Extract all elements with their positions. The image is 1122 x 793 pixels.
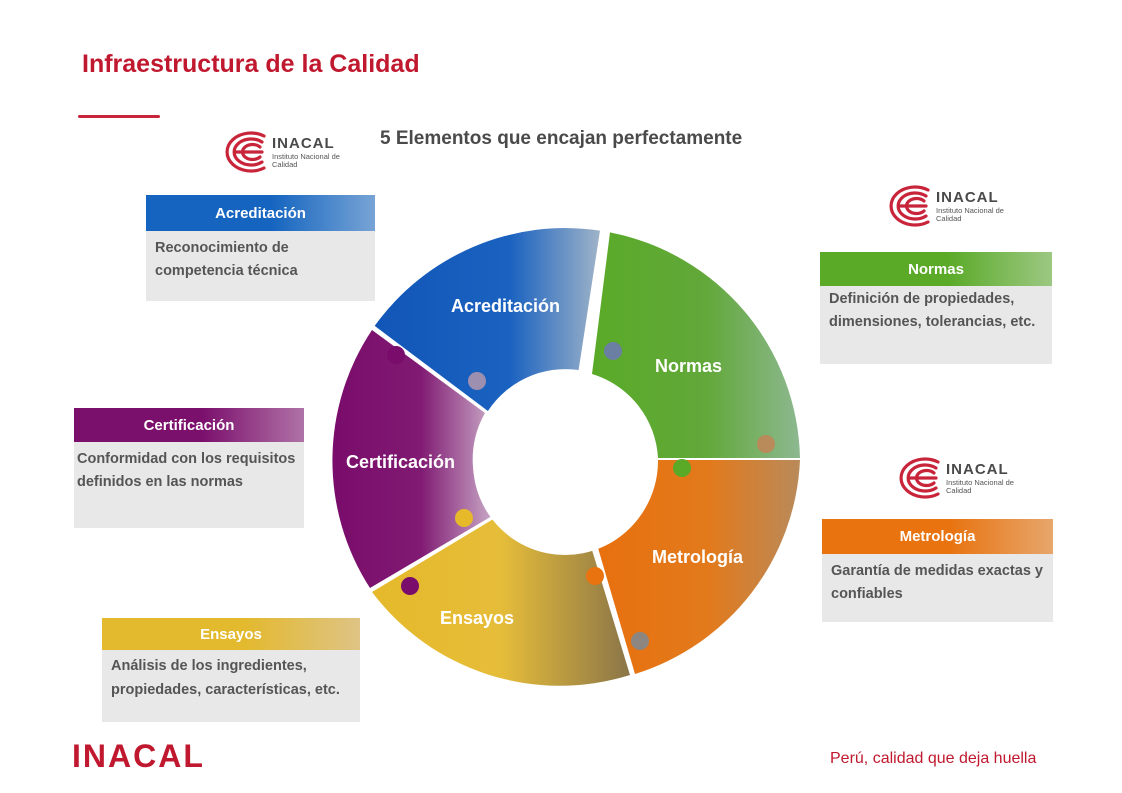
wheel-label-acreditacion: Acreditación xyxy=(451,296,560,316)
card-acreditacion-header: Acreditación xyxy=(146,195,375,231)
card-acreditacion: Acreditación Reconocimiento de competenc… xyxy=(146,195,375,301)
wheel-label-metrologia: Metrología xyxy=(652,547,744,567)
card-normas-header: Normas xyxy=(820,252,1052,286)
inacal-swirl-icon xyxy=(225,131,266,173)
inacal-swirl-icon xyxy=(889,185,930,227)
puzzle-wheel: Acreditación Normas Certificación Metrol… xyxy=(332,228,800,686)
puzzle-knob xyxy=(673,459,691,477)
card-ensayos-header: Ensayos xyxy=(102,618,360,650)
card-acreditacion-text: Reconocimiento de competencia técnica xyxy=(155,240,298,279)
puzzle-knob xyxy=(387,346,405,364)
page-title: Infraestructura de la Calidad xyxy=(82,50,420,78)
page-subtitle: 5 Elementos que encajan perfectamente xyxy=(380,128,743,149)
puzzle-knob xyxy=(757,435,775,453)
puzzle-knob xyxy=(604,342,622,360)
wheel-segment-acreditacion xyxy=(374,228,600,411)
wheel-segment-metrologia xyxy=(598,460,800,674)
wheel-segment-normas xyxy=(592,232,800,458)
puzzle-knob xyxy=(586,567,604,585)
wheel-label-certificacion: Certificación xyxy=(346,452,455,472)
puzzle-knob xyxy=(631,632,649,650)
wheel-segment-certificacion xyxy=(332,330,492,588)
card-certificacion-text: Conformidad con los requisitos definidos… xyxy=(77,451,296,490)
card-ensayos: Ensayos Análisis de los ingredientes, pr… xyxy=(102,618,360,722)
card-normas: Normas Definición de propiedades, dimens… xyxy=(820,252,1052,364)
wheel-label-ensayos: Ensayos xyxy=(440,608,514,628)
title-underline xyxy=(78,115,160,118)
card-metrologia-text: Garantía de medidas exactas y confiables xyxy=(831,563,1043,602)
card-metrologia-header: Metrología xyxy=(822,519,1053,554)
puzzle-knob xyxy=(468,372,486,390)
puzzle-knob xyxy=(455,509,473,527)
card-certificacion-header: Certificación xyxy=(74,408,304,442)
footer-slogan: Perú, calidad que deja huella xyxy=(830,750,1037,767)
puzzle-knob xyxy=(401,577,419,595)
card-normas-text: Definición de propiedades, dimensiones, … xyxy=(829,291,1036,330)
inacal-swirl-icon xyxy=(899,457,940,499)
card-metrologia: Metrología Garantía de medidas exactas y… xyxy=(822,519,1053,622)
card-ensayos-text: Análisis de los ingredientes, propiedade… xyxy=(111,658,340,698)
card-certificacion: Certificación Conformidad con los requis… xyxy=(74,408,304,528)
wheel-segment-ensayos xyxy=(372,518,630,686)
wheel-label-normas: Normas xyxy=(655,356,722,376)
footer-brand-logo: INACAL xyxy=(72,738,205,774)
